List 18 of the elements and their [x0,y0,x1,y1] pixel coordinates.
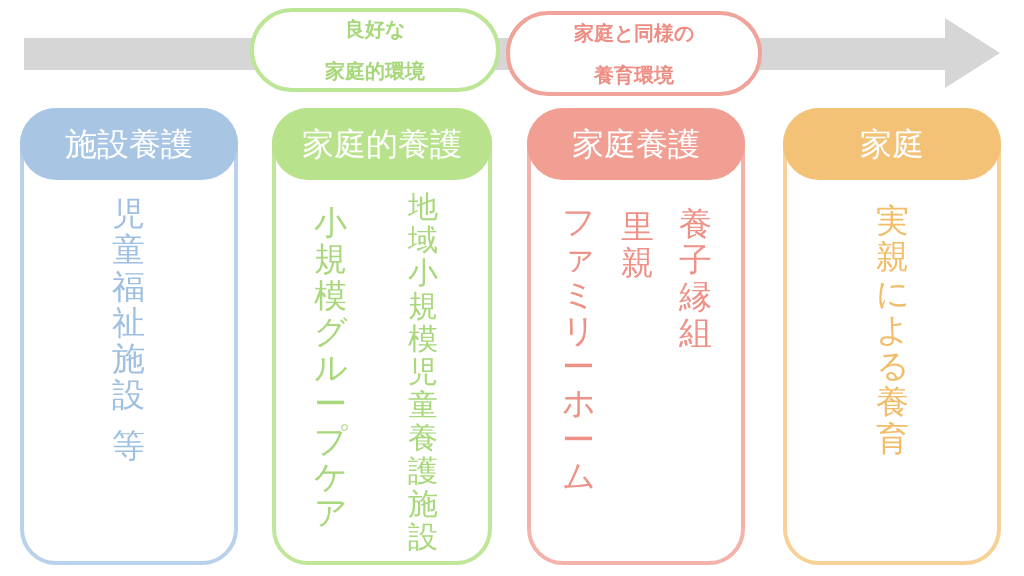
vertical-text: 里親 [620,209,654,282]
box-label: 良好な家庭的環境 [325,16,425,85]
category-card [783,108,1001,565]
header-pill: 家庭 [783,108,1001,180]
category-card [527,108,745,565]
category-card [20,108,238,565]
vertical-text: ファミリーホーム [561,204,595,495]
vertical-text: 児童福祉施設 [111,196,145,414]
vertical-text: 養子縁組 [678,206,712,352]
header-pill: 家庭的養護 [272,108,492,180]
box-label: 家庭と同様の養育環境 [574,19,694,89]
vertical-text: 実親による養育 [875,203,909,458]
header-pill: 家庭養護 [527,108,745,180]
vertical-text: 等 [111,428,145,465]
category-card [272,108,492,565]
vertical-text: 地域小規模児童養護施設 [408,190,438,553]
vertical-text: 小規模グループケア [313,205,347,532]
header-pill: 施設養護 [20,108,238,180]
